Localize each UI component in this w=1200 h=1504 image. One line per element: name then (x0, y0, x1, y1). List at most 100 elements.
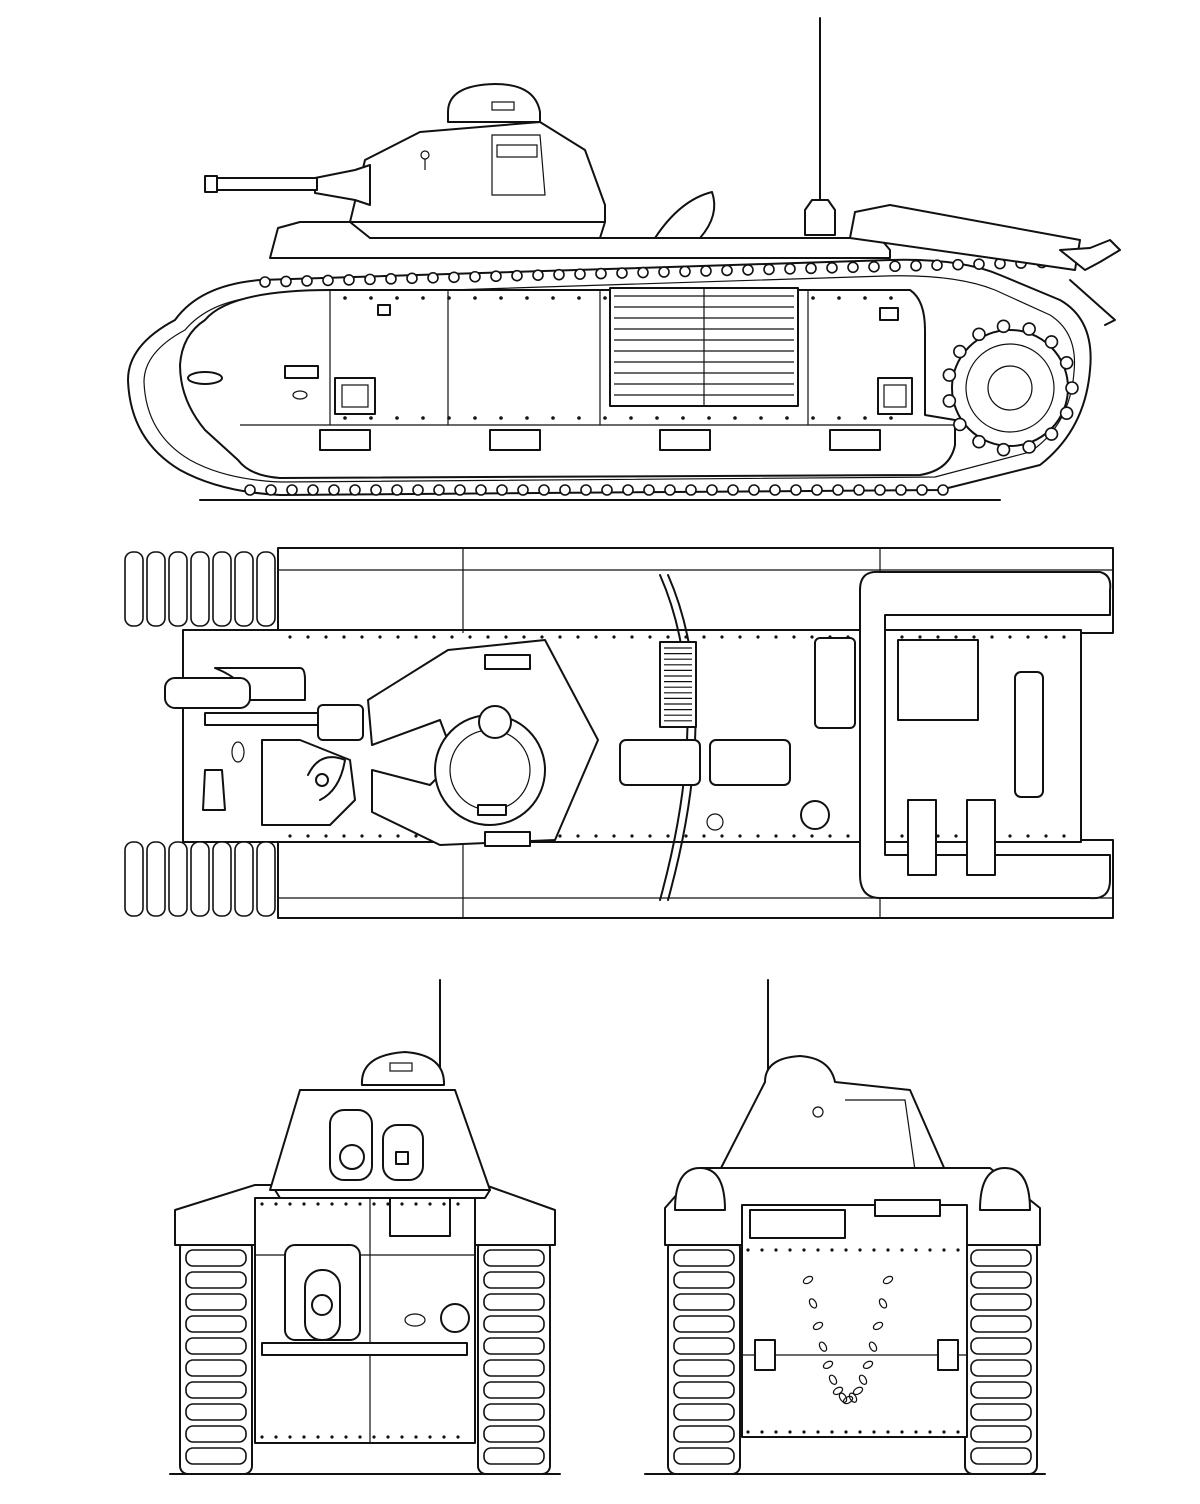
sprocket-tooth (942, 394, 957, 408)
rivet (886, 1430, 890, 1434)
rivet (837, 416, 841, 420)
plan-hull-gun-pivot (315, 773, 329, 787)
rivet (421, 416, 425, 420)
track-link (454, 484, 466, 496)
track-link (700, 265, 712, 277)
side-vision-slot (284, 365, 319, 379)
rivet (1008, 635, 1012, 639)
track-link (483, 1447, 545, 1465)
chain-link (872, 1321, 884, 1331)
track-link (370, 484, 382, 496)
track-link (483, 1381, 545, 1399)
track-link (469, 270, 481, 283)
rivet (1062, 834, 1066, 838)
track-link (185, 1381, 247, 1399)
rivet (788, 1430, 792, 1434)
track-end-link (124, 551, 144, 627)
track-link (483, 1425, 545, 1443)
plan-headlamp (202, 769, 226, 811)
track-link (185, 1447, 247, 1465)
rivet (386, 1435, 390, 1439)
rivet (942, 1430, 946, 1434)
rivet (274, 1202, 278, 1206)
engine-deck-cover (849, 204, 1081, 271)
rivet (774, 1430, 778, 1434)
track-link (490, 270, 502, 283)
rivet (858, 1248, 862, 1252)
side-lamp-rear (879, 307, 899, 321)
sprocket-tooth (1022, 322, 1036, 336)
chain-link (848, 1392, 858, 1403)
rivet (954, 635, 958, 639)
plan-louvre-slats (664, 647, 692, 722)
rivet (400, 1435, 404, 1439)
track-link (916, 484, 928, 496)
side-hatch-front (334, 377, 376, 415)
rivet (956, 1248, 960, 1252)
front-cupola (360, 1051, 446, 1086)
track-end-link (168, 841, 188, 917)
track-link (185, 1403, 247, 1421)
rivet (811, 416, 815, 420)
track-link (721, 264, 733, 277)
rivet (414, 1202, 418, 1206)
track-link (847, 261, 859, 274)
rivet (846, 834, 850, 838)
side-hatch-rear-inner (883, 384, 907, 408)
track-link (328, 484, 340, 496)
track-link (868, 260, 880, 273)
rivet (558, 635, 562, 639)
rivet (486, 635, 490, 639)
track-end-link (234, 551, 254, 627)
track-link (952, 258, 964, 271)
rivet (603, 296, 607, 300)
rear-left-track-links (673, 1249, 735, 1465)
rivet (889, 296, 893, 300)
sprocket-tooth (953, 344, 967, 359)
front-turret-body (269, 1089, 491, 1191)
rear-hull-rivets (746, 1248, 960, 1434)
rivet (630, 834, 634, 838)
rivet (316, 1202, 320, 1206)
track-link (343, 274, 355, 286)
sprocket-tooth (972, 434, 986, 449)
track-end-link (190, 841, 210, 917)
track-link (910, 259, 922, 272)
rivet (738, 635, 742, 639)
track-link (483, 1337, 545, 1355)
rivet (720, 635, 724, 639)
track-link (673, 1359, 735, 1377)
skirt-bracket (489, 429, 541, 451)
track-link (973, 258, 985, 270)
rivet (746, 1430, 750, 1434)
skirt-bracket (659, 429, 711, 451)
track-link (763, 263, 775, 276)
rivet (442, 1435, 446, 1439)
rivet (576, 834, 580, 838)
rivet (450, 635, 454, 639)
plan-driver-station (261, 739, 356, 826)
rear-elevation-view (644, 979, 1046, 1475)
rivet (1044, 834, 1048, 838)
track-link (364, 273, 376, 286)
rivet (414, 834, 418, 838)
rivet (788, 1248, 792, 1252)
sprocket-tooth (953, 417, 967, 432)
rivet (576, 635, 580, 639)
drive-sprocket-hub (987, 365, 1033, 411)
chain-link (852, 1386, 864, 1396)
rivet (990, 635, 994, 639)
rivet (302, 1435, 306, 1439)
front-tow-eye (187, 371, 223, 385)
chain-link (842, 1395, 854, 1405)
front-tow-eye (404, 1313, 426, 1327)
rear-tow-hook-right (937, 1339, 959, 1371)
rivet (760, 1430, 764, 1434)
rivet (702, 635, 706, 639)
track-link (185, 1337, 247, 1355)
rivet (603, 416, 607, 420)
rivet (810, 635, 814, 639)
rivet (447, 296, 451, 300)
plan-hatch-left (619, 739, 701, 786)
track-link (622, 484, 634, 496)
